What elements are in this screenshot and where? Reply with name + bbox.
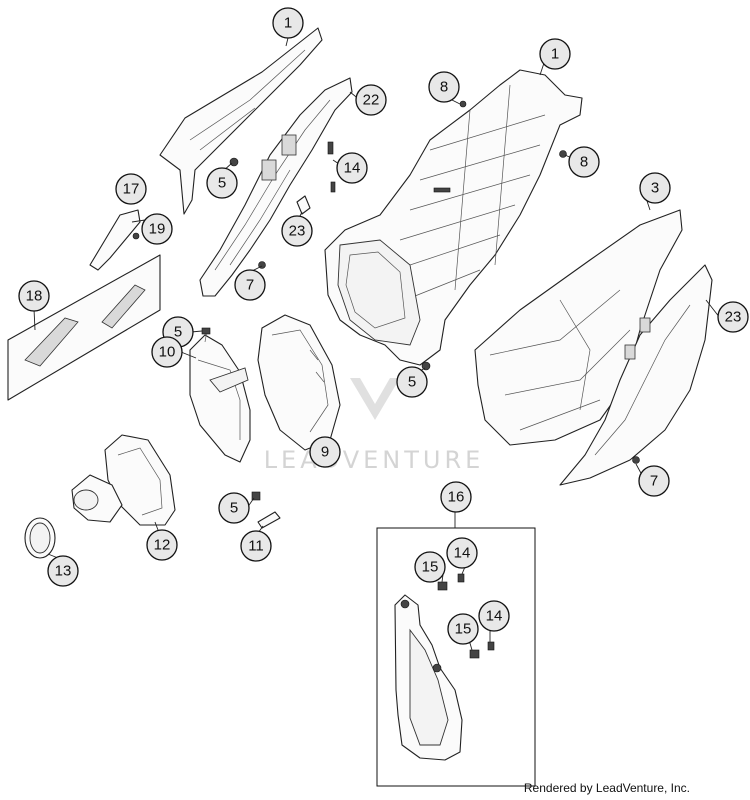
part-2-trim [159, 27, 323, 215]
svg-text:23: 23 [289, 223, 306, 240]
svg-text:15: 15 [422, 559, 439, 576]
svg-text:14: 14 [486, 608, 503, 625]
callout-14-top: 14 [336, 152, 368, 184]
svg-text:23: 23 [725, 309, 742, 326]
callout-9: 9 [309, 436, 341, 468]
svg-text:3: 3 [651, 180, 659, 197]
callout-13: 13 [47, 555, 79, 587]
svg-text:8: 8 [440, 79, 448, 96]
callout-14-kit-b: 14 [478, 600, 510, 632]
callout-14-kit-a: 14 [446, 537, 478, 569]
part-24-clip [296, 195, 311, 215]
svg-text:17: 17 [123, 181, 140, 198]
part-23-side-plate [559, 264, 713, 486]
svg-text:1: 1 [551, 46, 559, 63]
callout-22: 22 [355, 84, 387, 116]
credit-text: Rendered by LeadVenture, Inc. [523, 781, 690, 795]
callout-5-bottom: 5 [218, 492, 250, 524]
svg-text:14: 14 [344, 160, 361, 177]
part-12-intake-boot [71, 434, 176, 526]
callout-16: 16 [440, 481, 472, 513]
callout-18: 18 [18, 280, 50, 312]
svg-text:19: 19 [149, 221, 166, 238]
part-13-clamp [24, 517, 56, 559]
svg-text:18: 18 [26, 288, 43, 305]
part-14-screws-top [327, 141, 336, 193]
callout-17: 17 [115, 173, 147, 205]
callout-23: 23 [717, 301, 749, 333]
svg-text:15: 15 [455, 621, 472, 638]
svg-text:7: 7 [650, 473, 658, 490]
part-10-filter-cage [189, 329, 251, 463]
callout-5-airbox: 5 [396, 366, 428, 398]
part-5-fasteners [201, 327, 261, 501]
watermark-text: LEADVENTURE [264, 446, 485, 474]
svg-text:7: 7 [246, 277, 254, 294]
callout-8-right: 8 [568, 146, 600, 178]
svg-text:11: 11 [248, 538, 264, 555]
svg-text:13: 13 [55, 563, 72, 580]
svg-text:5: 5 [408, 374, 416, 391]
svg-text:5: 5 [218, 175, 226, 192]
part-22-side-cover [199, 77, 353, 297]
part-1-airbox [324, 69, 583, 371]
callout-1: 1 [539, 38, 571, 70]
part-9-air-filter [257, 314, 341, 451]
watermark: LEADVENTURE [264, 378, 485, 474]
svg-text:1: 1 [284, 15, 292, 32]
callout-7-right: 7 [638, 465, 670, 497]
callout-12: 12 [146, 529, 178, 561]
callout-3: 3 [639, 172, 671, 204]
callout-15-kit-a: 15 [414, 551, 446, 583]
callout-11: 11 [240, 530, 272, 562]
svg-text:5: 5 [230, 500, 238, 517]
part-17-bracket [89, 209, 141, 271]
callout-24: 23 [281, 215, 313, 247]
part-18-decal-sheet [7, 254, 161, 401]
svg-text:16: 16 [448, 489, 465, 506]
callout-19: 19 [141, 213, 173, 245]
part-11-strap [257, 511, 281, 529]
callout-7-left: 7 [234, 269, 266, 301]
part-16-kit [376, 527, 536, 787]
svg-text:10: 10 [159, 344, 176, 361]
callout-5-top: 5 [206, 167, 238, 199]
svg-text:9: 9 [321, 444, 329, 461]
svg-text:12: 12 [154, 537, 171, 554]
callout-8-top: 8 [428, 71, 460, 103]
svg-text:14: 14 [454, 545, 471, 562]
svg-text:22: 22 [363, 92, 380, 109]
callout-10: 10 [151, 336, 183, 368]
callout-2: 1 [272, 7, 304, 39]
svg-text:5: 5 [174, 324, 182, 341]
callout-15-kit-b: 15 [447, 613, 479, 645]
svg-text:8: 8 [580, 154, 588, 171]
